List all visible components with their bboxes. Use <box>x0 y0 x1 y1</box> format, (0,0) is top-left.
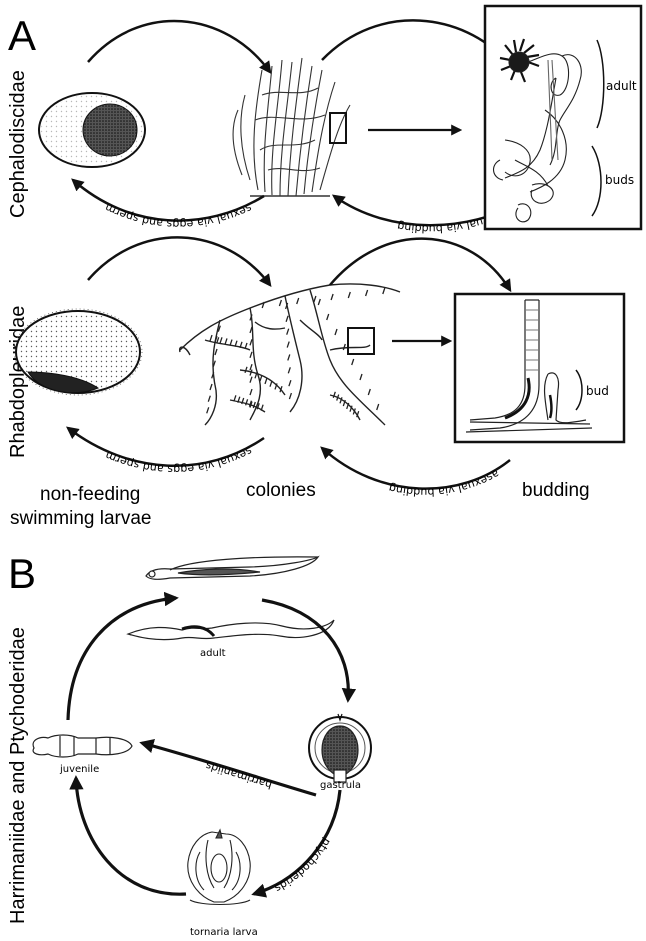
arc-to-inset-2 <box>330 239 510 290</box>
zooid-tube <box>368 389 370 395</box>
zooid-tube <box>289 380 291 386</box>
zooid-tube <box>289 393 291 399</box>
sexual-label-2: sexual via eggs and sperm <box>103 444 254 476</box>
arrow-adult-to-gastrula <box>262 600 348 700</box>
buds-inset-label: buds <box>605 173 634 187</box>
zooid-tube <box>250 352 252 358</box>
asexual-label-2: asexual via budding <box>388 467 502 499</box>
zooid-tube <box>279 300 281 306</box>
zooid-tube <box>215 349 217 355</box>
zooid-tube <box>318 299 320 305</box>
zooid-tube <box>287 329 289 335</box>
zooid-tube <box>265 378 267 384</box>
zooid-tube <box>288 354 290 360</box>
cephalodiscid-larva-egg <box>39 93 145 167</box>
zooid-tube <box>220 337 222 343</box>
adult-label: adult <box>200 648 226 659</box>
zooid-tube <box>245 367 247 373</box>
cephalodiscus-inset-box <box>485 6 641 229</box>
arc-to-colony-1 <box>88 21 270 72</box>
adult-worm-lower <box>128 620 334 640</box>
zooid-tube <box>287 342 289 348</box>
zooid-tube <box>210 335 212 341</box>
zooid-tube <box>360 374 362 380</box>
zooid-tube <box>343 344 345 350</box>
zooid-tube <box>366 290 368 296</box>
adult-worm-upper <box>146 557 318 579</box>
panel-b-letter: B <box>8 550 36 597</box>
panel-a-letter: A <box>8 12 36 59</box>
zooid-tube <box>297 298 299 304</box>
tornaria-label: tornaria larva <box>190 927 258 938</box>
enteropneust-label: Harrimaniidae and Ptychoderidae <box>7 627 29 924</box>
arrow-juvenile-to-adult <box>68 598 176 720</box>
sexual-label-1: sexual via eggs and sperm <box>103 201 254 231</box>
colony-zoom-box-2 <box>348 328 374 354</box>
zooid-tube <box>210 384 212 390</box>
zooid-tube <box>225 338 227 344</box>
harrimaniids-label: harrimaniids <box>204 759 274 792</box>
rhabdopleura-larva <box>14 309 142 395</box>
gastrula-label: gastrula <box>320 780 361 791</box>
zooid-tube <box>250 327 252 333</box>
caption-larvae-line2: swimming larvae <box>10 508 151 529</box>
cephalodiscus-colony <box>233 58 350 196</box>
zooid-tube <box>314 296 316 302</box>
tornaria-larva-drawing <box>188 830 250 905</box>
zooid-tube <box>377 404 379 410</box>
zooid-tube <box>286 316 288 322</box>
arrow-tornaria-to-juvenile <box>76 778 186 894</box>
ptychoderids-label: ptychoderids <box>272 836 333 895</box>
zooid-tube <box>348 292 350 298</box>
zooid-tube <box>207 407 209 413</box>
gastrula-drawing <box>309 714 371 782</box>
arc-to-colony-2 <box>88 237 270 285</box>
zooid-tube <box>331 294 333 300</box>
caption-budding: budding <box>522 480 590 501</box>
bud-inset-label: bud <box>586 384 609 398</box>
zooid-tube <box>383 288 385 294</box>
juvenile-label: juvenile <box>59 764 99 775</box>
zooid-tube <box>335 329 337 335</box>
caption-colonies: colonies <box>246 480 316 501</box>
zooid-tube <box>208 396 210 402</box>
zooid-tube <box>250 389 252 395</box>
zooid-tube <box>250 364 252 370</box>
zooid-tube <box>260 375 262 381</box>
zooid-tube <box>250 339 252 345</box>
cephalodiscidae-label: Cephalodiscidae <box>7 70 29 218</box>
caption-larvae-line1: non-feeding <box>40 484 140 505</box>
adult-inset-label: adult <box>606 79 637 93</box>
juvenile-drawing <box>33 735 132 757</box>
zooid-tube <box>327 314 329 320</box>
zooid-tube <box>288 367 290 373</box>
zooid-tube <box>352 359 354 365</box>
zooid-tube <box>270 381 272 387</box>
zooid-tube <box>250 377 252 383</box>
arc-to-inset-1 <box>322 20 505 60</box>
